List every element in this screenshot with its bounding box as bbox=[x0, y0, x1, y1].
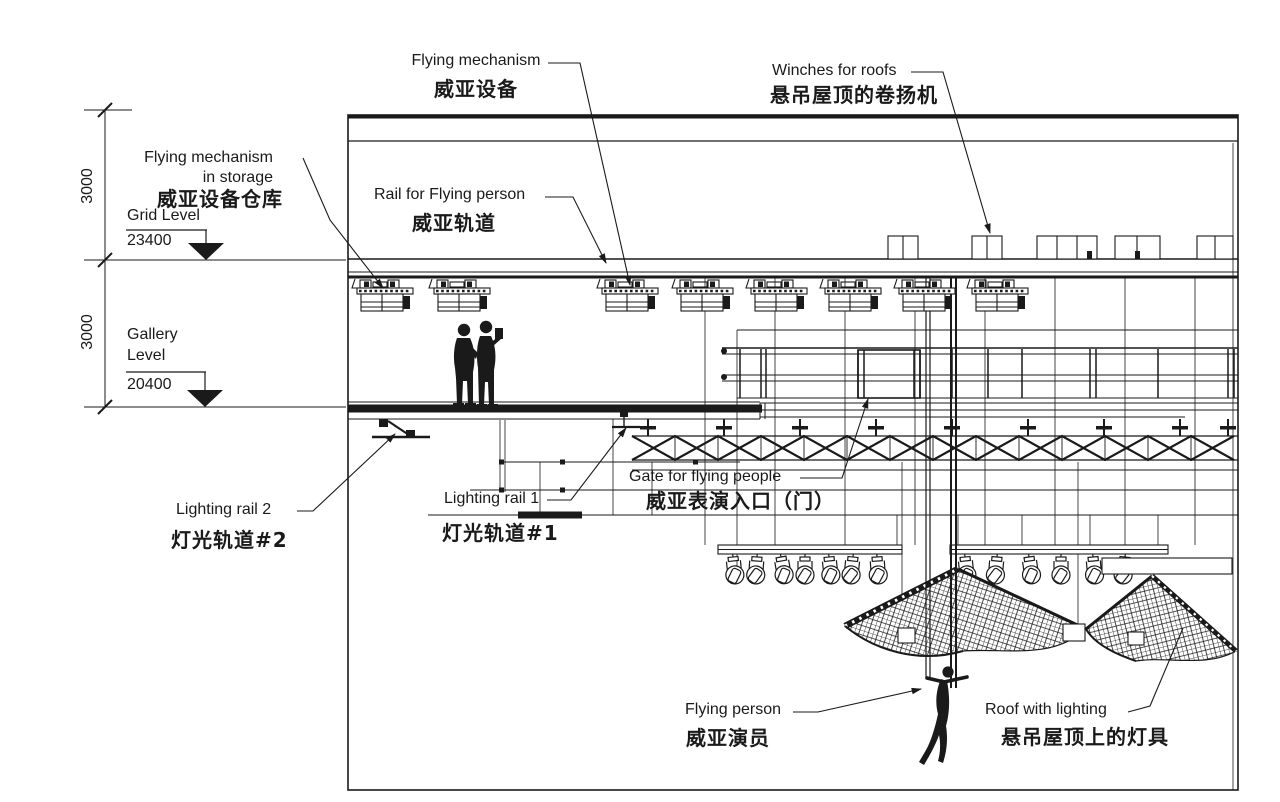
flying-mechanism-trolley bbox=[427, 277, 492, 313]
label-roof-with-lighting-zh: 悬吊屋顶上的灯具 bbox=[1001, 725, 1169, 749]
dimension-line bbox=[84, 102, 346, 415]
lighting-rail-2-fixture bbox=[372, 419, 430, 439]
leader-lines bbox=[297, 62, 1184, 713]
flying-mechanism-trolley bbox=[595, 277, 660, 313]
label-flying-mechanism-in-storage-en1: Flying mechanism bbox=[144, 149, 273, 166]
level-marker-gallery bbox=[126, 371, 223, 407]
label-grid-level-name: Grid Level bbox=[127, 207, 200, 224]
moving-head-lights-a bbox=[723, 551, 889, 586]
label-lighting-rail-1-zh: 灯光轨道#1 bbox=[442, 521, 559, 545]
flying-mechanism-trolley bbox=[818, 277, 883, 313]
label-winches-for-roofs-en: Winches for roofs bbox=[772, 62, 897, 79]
label-flying-person-zh: 威亚演员 bbox=[686, 726, 770, 750]
label-flying-mechanism-in-storage-zh: 威亚设备仓库 bbox=[157, 187, 283, 211]
label-lighting-rail-2-en: Lighting rail 2 bbox=[176, 501, 272, 518]
gallery-slab bbox=[348, 401, 1238, 420]
gallery-workers-figure bbox=[453, 320, 503, 409]
label-gallery-level-name2: Level bbox=[127, 347, 166, 364]
label-flying-mechanism-zh: 威亚设备 bbox=[434, 77, 518, 101]
leader-winches-for-roofs bbox=[911, 71, 991, 235]
leader-rail-for-flying-person bbox=[545, 196, 607, 264]
label-gate-for-flying-people-zh: 威亚表演入口（门） bbox=[646, 489, 835, 513]
flying-person-figure bbox=[919, 666, 969, 765]
roof-canopy-right bbox=[1062, 574, 1238, 662]
dimension-lower-3000: 3000 bbox=[79, 314, 96, 350]
flying-mechanism-trolley bbox=[965, 277, 1030, 313]
level-marker-grid bbox=[126, 229, 224, 260]
label-flying-mechanism-in-storage-en2: in storage bbox=[202, 169, 273, 186]
label-grid-level-elevation: 23400 bbox=[127, 232, 172, 249]
roof-canopy-left bbox=[843, 566, 1088, 657]
label-rail-for-flying-person-en: Rail for Flying person bbox=[374, 186, 526, 203]
dimension-upper-3000: 3000 bbox=[79, 168, 96, 204]
guard-railing bbox=[721, 329, 1238, 399]
leader-flying-mechanism-in-storage bbox=[302, 157, 384, 289]
label-rail-for-flying-person-zh: 威亚轨道 bbox=[412, 211, 496, 235]
label-gate-for-flying-people-en: Gate for flying people bbox=[629, 468, 782, 485]
label-flying-person-en: Flying person bbox=[685, 701, 782, 718]
flying-mechanism-trolley bbox=[350, 277, 415, 313]
label-roof-with-lighting-en: Roof with lighting bbox=[985, 701, 1107, 718]
label-lighting-rail-2-zh: 灯光轨道#2 bbox=[171, 528, 288, 552]
leader-roof-with-lighting bbox=[1127, 627, 1184, 713]
drawing-frame bbox=[347, 114, 1239, 791]
flying-mechanism-trolley bbox=[892, 277, 957, 313]
label-flying-mechanism-en: Flying mechanism bbox=[411, 52, 541, 69]
leader-flying-person bbox=[793, 687, 923, 713]
flying-wires bbox=[925, 277, 957, 688]
grid-rail bbox=[348, 258, 1238, 279]
label-gallery-level-name1: Gallery bbox=[127, 326, 178, 343]
leader-gate-for-flying-people bbox=[800, 397, 869, 479]
label-gallery-level-elevation: 20400 bbox=[127, 376, 172, 393]
leader-lighting-rail-1 bbox=[547, 427, 627, 501]
light-bar-b bbox=[949, 544, 1169, 555]
lighting-rail-1-fixture bbox=[612, 410, 640, 429]
gate-panel bbox=[857, 349, 921, 399]
leader-lighting-rail-2 bbox=[297, 433, 396, 512]
winch-boxes bbox=[887, 235, 1234, 260]
wall-grid-lines bbox=[499, 143, 1234, 790]
right-end-beam bbox=[1101, 557, 1233, 575]
lighting-rail-1-section-bar bbox=[518, 511, 582, 519]
label-winches-for-roofs-zh: 悬吊屋顶的卷扬机 bbox=[770, 83, 938, 107]
truss-hangers bbox=[640, 419, 1236, 436]
leader-flying-mechanism bbox=[548, 62, 632, 287]
light-bar-a bbox=[717, 544, 903, 555]
flying-mechanism-trolley bbox=[670, 277, 735, 313]
roof-truss bbox=[631, 419, 1238, 462]
flying-mechanism-trolley bbox=[744, 277, 809, 313]
lower-wall-lines bbox=[428, 459, 1238, 519]
label-lighting-rail-1-en: Lighting rail 1 bbox=[444, 490, 540, 507]
